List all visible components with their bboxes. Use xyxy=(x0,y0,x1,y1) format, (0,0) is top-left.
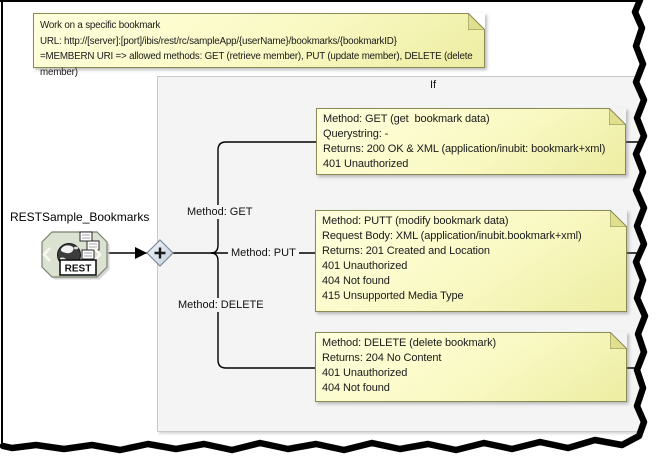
rest-badge-label: REST xyxy=(65,264,92,275)
screenshot-top-border xyxy=(0,0,642,2)
note-line: 415 Unsupported Media Type xyxy=(322,290,464,302)
if-container-label: If xyxy=(430,79,437,91)
note-line: Method: DELETE (delete bookmark) xyxy=(322,337,497,349)
note-method-put[interactable]: Method: PUTT (modify bookmark data) Requ… xyxy=(315,210,627,312)
note-line: Method: PUTT (modify bookmark data) xyxy=(322,215,509,227)
rest-badge: REST xyxy=(59,259,97,276)
source-module-label: RESTSample_Bookmarks xyxy=(10,210,150,224)
note-line: Returns: 204 No Content xyxy=(322,352,442,364)
note-line: 401 Unauthorized xyxy=(322,260,408,272)
note-overview[interactable]: Work on a specific bookmark URL: http://… xyxy=(33,13,485,78)
note-line: Querystring: - xyxy=(323,128,389,140)
edge-label-method-put[interactable]: Method: PUT xyxy=(228,246,299,260)
note-fold-icon xyxy=(468,13,485,30)
edge-label-method-delete[interactable]: Method: DELETE xyxy=(175,298,267,312)
note-fold-icon xyxy=(609,108,626,125)
note-line: Request Body: XML (application/inubit.bo… xyxy=(322,230,582,242)
note-method-delete[interactable]: Method: DELETE (delete bookmark) Returns… xyxy=(315,332,627,402)
note-line: Returns: 201 Created and Location xyxy=(322,245,490,257)
note-line: Method: GET (get bookmark data) xyxy=(323,113,490,125)
arrowhead-icon xyxy=(135,247,147,259)
screenshot-left-border xyxy=(1,2,3,446)
note-method-get[interactable]: Method: GET (get bookmark data) Querystr… xyxy=(316,108,626,175)
rest-connector-icon[interactable]: REST xyxy=(37,228,113,284)
note-line: URL: http://[server]:[port]/ibis/rest/rc… xyxy=(40,35,397,47)
note-line: 404 Not found xyxy=(322,275,390,287)
note-line: Work on a specific bookmark xyxy=(40,20,161,31)
note-fold-icon xyxy=(610,332,627,349)
gateway-plus-icon[interactable] xyxy=(146,239,174,267)
edge-label-method-get[interactable]: Method: GET xyxy=(184,205,256,219)
note-line: 401 Unauthorized xyxy=(322,367,408,379)
note-line: =MEMBERN URI => allowed methods: GET (re… xyxy=(40,51,476,78)
note-line: Returns: 200 OK & XML (application/inubi… xyxy=(323,143,606,155)
note-line: 404 Not found xyxy=(322,382,390,394)
note-fold-icon xyxy=(610,210,627,227)
note-line: 401 Unauthorized xyxy=(323,158,409,170)
